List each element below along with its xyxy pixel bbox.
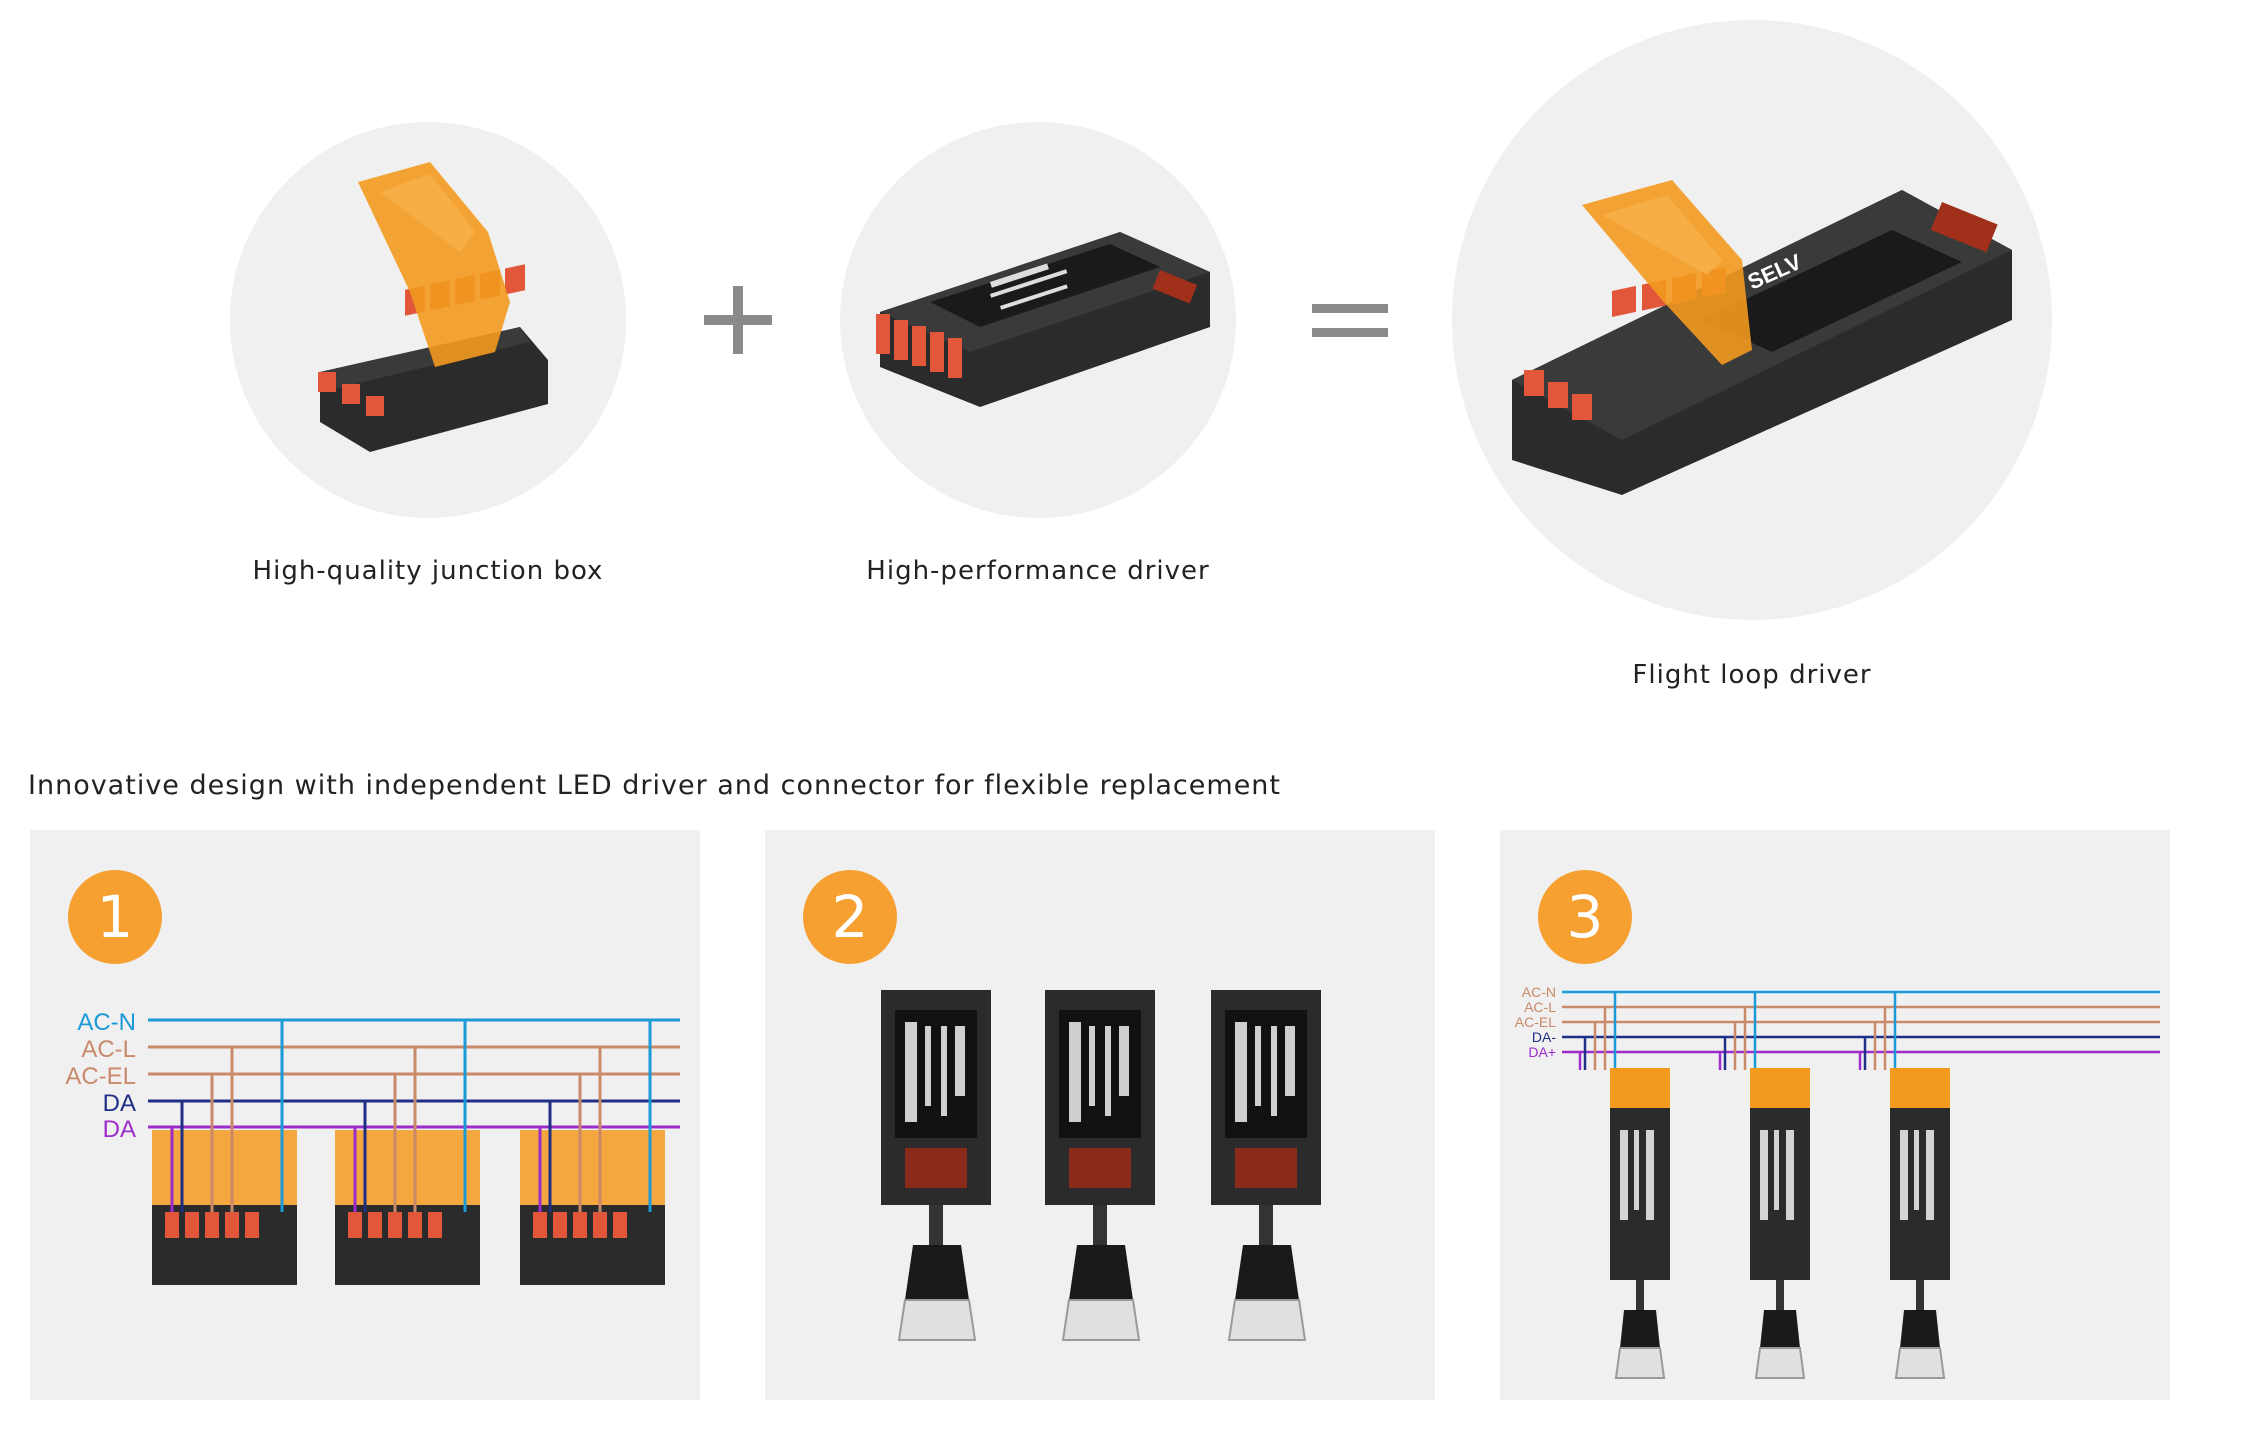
loop-driver-3b (1718, 992, 1810, 1379)
flight-loop-driver-image: SELV (1512, 180, 2012, 495)
step-badge-1: 1 (68, 870, 162, 964)
loop-driver-3c (1858, 992, 1950, 1379)
wire-label-3-da-plus: DA+ (1528, 1044, 1556, 1060)
driver-image (876, 232, 1210, 407)
driver-unit-2c (1211, 990, 1321, 1341)
wiring-diagram-1: AC-N AC-L AC-EL DA DA (65, 1009, 680, 1285)
wire-label-3-da-minus: DA- (1532, 1029, 1556, 1045)
wire-label-da-1: DA (103, 1090, 136, 1117)
driver-unit-2b (1045, 990, 1155, 1341)
driver-lineup (881, 990, 1321, 1341)
junction-box-image (318, 162, 548, 452)
driver-caption: High-performance driver (866, 556, 1210, 586)
wire-label-ac-n: AC-N (77, 1009, 136, 1036)
junction-box-1a (152, 1020, 297, 1285)
driver-unit-2a (881, 990, 991, 1341)
step-badge-2: 2 (803, 870, 897, 964)
junction-box-circle (230, 122, 626, 518)
wire-label-3-ac-l: AC-L (1524, 999, 1556, 1015)
wire-label-3-ac-n: AC-N (1522, 984, 1556, 1000)
panel-3: 3 AC-N AC-L AC-EL DA- DA+ (1500, 830, 2170, 1400)
wire-label-ac-l: AC-L (81, 1036, 136, 1063)
wiring-diagram-3: AC-N AC-L AC-EL DA- DA+ (1515, 984, 2160, 1379)
loop-driver-3a (1578, 992, 1670, 1379)
junction-box-caption: High-quality junction box (252, 556, 604, 586)
junction-box-1b (335, 1020, 480, 1285)
panel-2: 2 (765, 830, 1435, 1400)
headline: Innovative design with independent LED d… (28, 770, 1282, 801)
step-badge-3: 3 (1538, 870, 1632, 964)
result-circle: SELV (1452, 20, 2052, 620)
panel-1: 1 AC-N AC-L AC-EL DA DA (30, 830, 700, 1400)
junction-box-1c (520, 1020, 665, 1285)
flight-loop-caption: Flight loop driver (1632, 660, 1872, 690)
wire-label-da-2: DA (103, 1116, 136, 1143)
wire-label-ac-el: AC-EL (65, 1063, 136, 1090)
driver-circle (840, 122, 1236, 518)
wire-label-3-ac-el: AC-EL (1515, 1014, 1556, 1030)
